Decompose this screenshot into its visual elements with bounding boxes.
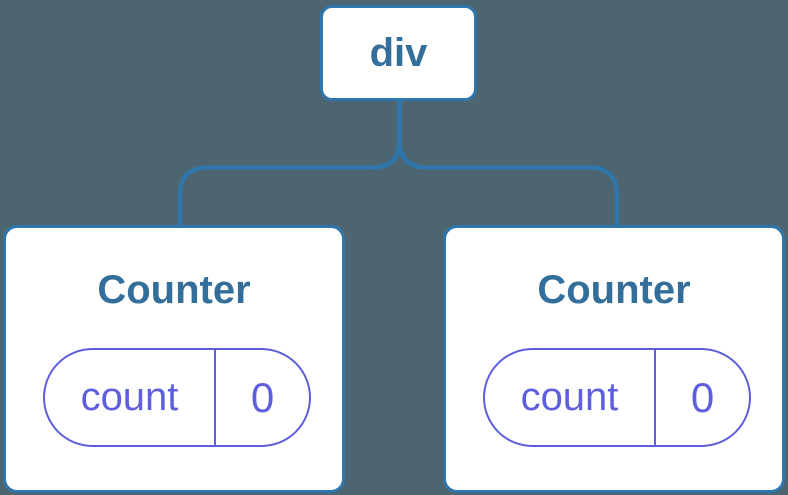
connector-right-branch <box>397 98 620 232</box>
counter-2-label: Counter <box>537 268 691 312</box>
counter-1-state-value: 0 <box>250 373 275 421</box>
counter-1-state-key: count <box>45 350 216 445</box>
connector-left-branch <box>177 98 402 232</box>
counter-2-state-key: count <box>485 350 656 445</box>
tree-node-counter-2: Counter count 0 <box>443 225 785 493</box>
counter-2-state-pill: count 0 <box>483 348 751 447</box>
tree-node-root: div <box>320 5 477 101</box>
counter-1-label: Counter <box>97 268 251 312</box>
tree-node-counter-1: Counter count 0 <box>3 225 345 493</box>
counter-1-state-pill: count 0 <box>43 348 311 447</box>
counter-2-state-value: 0 <box>690 373 715 421</box>
root-node-label: div <box>369 30 428 75</box>
